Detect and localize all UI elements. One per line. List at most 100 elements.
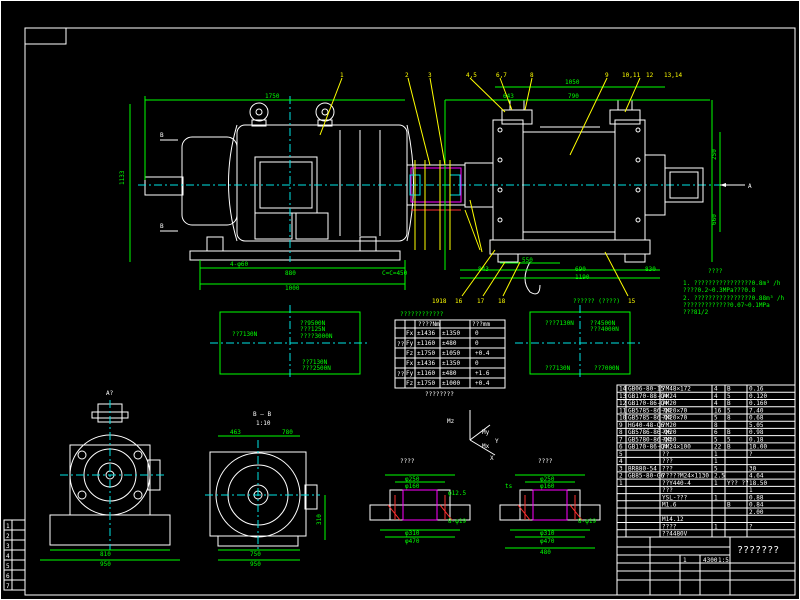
dim-880: 880 bbox=[285, 270, 296, 277]
bom-cell: B bbox=[727, 400, 731, 407]
bom-cell: 8 bbox=[727, 415, 731, 422]
bom-cell: ???? bbox=[662, 523, 677, 530]
view-a-arrow: A bbox=[748, 183, 752, 190]
hub2-t: ts bbox=[505, 483, 513, 490]
svg-text:±480: ±480 bbox=[442, 370, 457, 377]
bom-cell: 0.68 bbox=[749, 415, 764, 422]
dim-690: 690 bbox=[575, 266, 586, 273]
flange-detail-1: ???? φ250 φ160 φ310 φ470 8-φ19 φ12.5 bbox=[369, 458, 471, 545]
dim-790: 790 bbox=[568, 93, 579, 100]
bom-cell: 2.00 bbox=[749, 509, 764, 516]
bom-cell: ??Y440-4 bbox=[662, 480, 691, 487]
bom-cell: 2 bbox=[619, 473, 623, 480]
balloon-13-14: 13,14 bbox=[664, 72, 682, 79]
bom-cell: 5 bbox=[714, 465, 718, 472]
svg-text:0: 0 bbox=[475, 340, 479, 347]
axis-mz: Mz bbox=[447, 418, 455, 425]
hub2-d250: φ250 bbox=[540, 476, 555, 483]
balloon-2: 2 bbox=[405, 72, 409, 79]
bom-cell: GB5786-86-Q6 bbox=[628, 429, 672, 436]
hub2-d470: φ470 bbox=[540, 538, 555, 545]
bom-cell: 10.00 bbox=[749, 444, 767, 451]
svg-text:±1050: ±1050 bbox=[442, 350, 460, 357]
bom-cell: ?M24×100 bbox=[662, 444, 691, 451]
bom-cell: ?M20×70 bbox=[662, 415, 688, 422]
title-block: ??????? 4300 1:5 1 bbox=[616, 536, 796, 596]
bom-cell: GB85-80-G6 bbox=[628, 473, 665, 480]
notes-line2b: ?????????????0.07~0.1MPa bbox=[683, 302, 770, 309]
svg-text:0: 0 bbox=[475, 330, 479, 337]
bom-cell: GB170-86-Q4 bbox=[628, 444, 668, 451]
svg-text:+1.6: +1.6 bbox=[475, 370, 490, 377]
hub1-d310: φ310 bbox=[405, 530, 420, 537]
bom-cell: ?M24 bbox=[662, 393, 677, 400]
bom-cell: M1.6 bbox=[662, 502, 677, 509]
bom-cell: 5 bbox=[727, 393, 731, 400]
bom-cell: ??? bbox=[662, 487, 673, 494]
dim-310: 310 bbox=[316, 514, 323, 525]
svg-text:±480: ±480 bbox=[442, 340, 457, 347]
hub1-d160: φ160 bbox=[405, 483, 420, 490]
bom-cell: GB5785-86-Q4 bbox=[628, 407, 672, 414]
bom-cell: 18.50 bbox=[749, 480, 767, 487]
bom-cell: 4 bbox=[714, 400, 718, 407]
svg-text:±1160: ±1160 bbox=[417, 370, 435, 377]
bom-cell: 2.5 bbox=[714, 473, 725, 480]
balloon-15: 15 bbox=[628, 298, 636, 305]
bom-cell: 0.160 bbox=[749, 400, 767, 407]
bom-cell: 12 bbox=[619, 400, 627, 407]
strip-2: 2 bbox=[6, 533, 10, 540]
axis-mx: Mx bbox=[482, 443, 490, 450]
notes-line1b: ????0.2~0.3MPa???0.8 bbox=[683, 287, 756, 294]
bom-cell: 0.98 bbox=[749, 429, 764, 436]
view-a-label: A? bbox=[106, 390, 114, 397]
dim-780: 780 bbox=[282, 429, 293, 436]
dim-643: 643 bbox=[503, 93, 514, 100]
bom-cell: 14 bbox=[619, 386, 627, 393]
balloon-3: 3 bbox=[428, 72, 432, 79]
bom-cell: ?M20 bbox=[662, 429, 677, 436]
force-side-2: ?? bbox=[397, 371, 405, 378]
notes-title: ???? bbox=[708, 268, 723, 275]
dim-810: 810 bbox=[100, 551, 111, 558]
notes-line1: 1. ????????????????0.8m³ /h bbox=[683, 280, 781, 287]
bom-cell: ?M48×172 bbox=[662, 386, 691, 393]
load-4: ????3000N bbox=[300, 333, 333, 340]
svg-text:±1350: ±1350 bbox=[442, 330, 460, 337]
bom-cell: BR880-54 bbox=[628, 465, 657, 472]
hub2-d160: φ160 bbox=[540, 483, 555, 490]
section-b-bottom: B bbox=[160, 223, 164, 230]
bom-cell: 1 bbox=[714, 494, 718, 501]
dim-950: 950 bbox=[100, 561, 111, 568]
bom-cell: ??? bbox=[662, 465, 673, 472]
dim-c450: C=C=450 bbox=[382, 270, 408, 277]
svg-text:Fy: Fy bbox=[406, 370, 414, 377]
load-10: ??7130N bbox=[545, 365, 571, 372]
bom-cell: YSL-??? bbox=[662, 494, 688, 501]
dim-950-b: 950 bbox=[250, 561, 261, 568]
bom-cell: 1 bbox=[619, 480, 623, 487]
bom-cell: 7 bbox=[619, 436, 623, 443]
bom-cell: 4 bbox=[714, 393, 718, 400]
bom-cell: ?M20 bbox=[662, 422, 677, 429]
bom-cell: B bbox=[727, 386, 731, 393]
motor-elevation bbox=[144, 102, 414, 261]
dimension-lines-bottom: 4-φ60 880 1000 C=C=450 843 550 690 1190 … bbox=[199, 257, 660, 292]
hub1-d470: φ470 bbox=[405, 538, 420, 545]
dim-1918: 1918 bbox=[432, 298, 447, 305]
section-b-b: B — B 1:10 463 780 750 950 310 bbox=[205, 411, 326, 568]
svg-text:Fx: Fx bbox=[406, 360, 414, 367]
force-table: ???????????? ????Nm ???mm ?? ?? Fx ±1436… bbox=[394, 311, 506, 389]
drawing-scale: 1:5 bbox=[718, 557, 729, 564]
svg-text:Fy: Fy bbox=[406, 340, 414, 347]
svg-text:+0.4: +0.4 bbox=[475, 350, 490, 357]
strip-1: 1 bbox=[6, 523, 10, 530]
foundation-plan-right: ?????? (????) ???7130N ??4500N ???4000N … bbox=[515, 298, 640, 380]
dim-4-60: 4-φ60 bbox=[230, 261, 248, 268]
bom-cell: 0.16 bbox=[749, 386, 764, 393]
bom-cell: 1 bbox=[714, 451, 718, 458]
force-table-title: ???????????? bbox=[400, 311, 444, 318]
dim-843: 843 bbox=[478, 266, 489, 273]
